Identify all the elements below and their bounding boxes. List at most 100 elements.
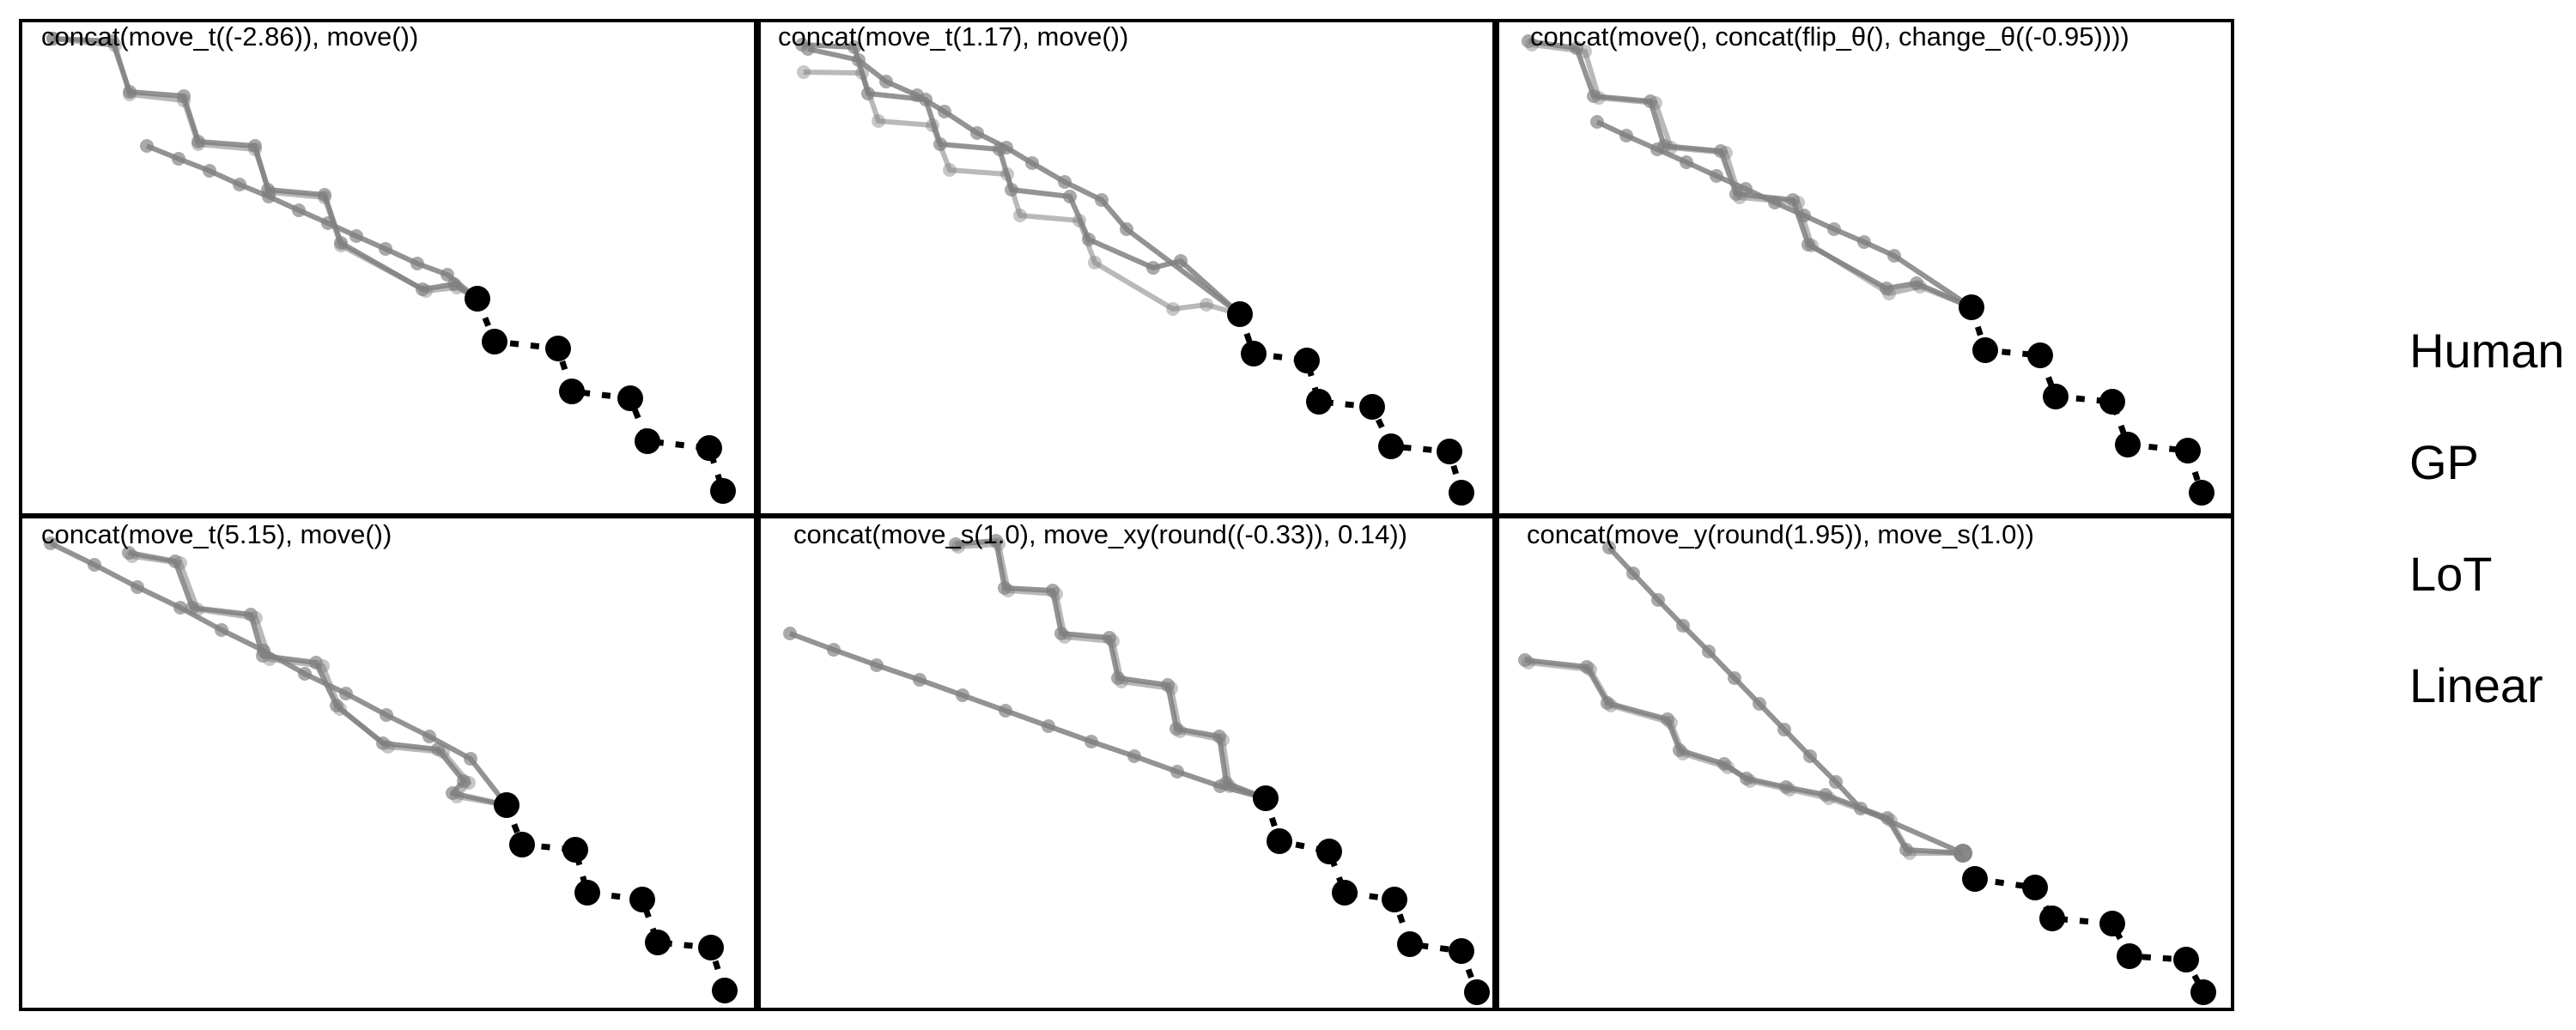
predicted-point bbox=[321, 216, 335, 230]
predicted-point bbox=[870, 658, 884, 672]
panel-1-title: concat(move_t((-2.86)), move()) bbox=[41, 21, 418, 52]
observed-point bbox=[2099, 911, 2125, 936]
predicted-point bbox=[1590, 115, 1604, 129]
predicted-point bbox=[173, 601, 187, 615]
observed-point bbox=[574, 880, 600, 906]
predicted-point bbox=[1676, 619, 1690, 633]
observed-point bbox=[698, 935, 724, 960]
predicted-point bbox=[410, 257, 424, 270]
predicted-point bbox=[1173, 724, 1187, 738]
observed-point bbox=[1437, 439, 1462, 464]
observed-point bbox=[1241, 341, 1267, 367]
observed-point bbox=[1306, 389, 1332, 415]
predicted-point bbox=[797, 65, 811, 79]
observed-point bbox=[2117, 943, 2142, 969]
legend-label-gp: GP bbox=[2409, 435, 2479, 489]
predicted-point bbox=[298, 667, 312, 681]
panel-6-frame bbox=[1496, 515, 2234, 1011]
observed-path bbox=[503, 803, 728, 992]
observed-point bbox=[2175, 438, 2201, 464]
predicted-point bbox=[1049, 587, 1063, 601]
observed-point bbox=[2173, 947, 2199, 972]
predicted-point bbox=[379, 242, 392, 256]
panel-4-title: concat(move_t(5.15), move()) bbox=[41, 519, 392, 549]
predicted-point bbox=[1728, 671, 1741, 685]
predicted-point bbox=[203, 164, 216, 178]
predicted-point bbox=[1913, 280, 1927, 294]
predicted-point bbox=[1827, 222, 1841, 236]
predicted-point bbox=[910, 88, 924, 102]
predicted-point bbox=[1783, 783, 1796, 797]
predicted-point bbox=[249, 611, 263, 625]
observed-point bbox=[696, 435, 722, 461]
panel-3-title: concat(move(), concat(flip_θ(), change_θ… bbox=[1530, 21, 2129, 52]
legend-label-lot: LoT bbox=[2409, 547, 2493, 601]
predicted-point bbox=[1739, 182, 1753, 196]
predicted-point bbox=[1084, 735, 1098, 748]
predicted-point bbox=[88, 558, 101, 572]
observed-point bbox=[1962, 866, 1988, 892]
predicted-point bbox=[1525, 38, 1539, 52]
observed-point bbox=[1359, 394, 1385, 420]
predicted-point bbox=[1592, 91, 1606, 105]
predicted-point bbox=[1857, 235, 1871, 249]
predicted-point bbox=[191, 137, 205, 151]
predicted-point bbox=[262, 190, 276, 203]
observed-point bbox=[465, 286, 490, 312]
predicted-point bbox=[879, 75, 893, 88]
observed-point bbox=[1397, 931, 1423, 957]
predicted-point bbox=[1522, 656, 1535, 670]
predicted-point bbox=[1058, 175, 1072, 189]
predicted-point bbox=[257, 644, 270, 657]
predicted-point bbox=[349, 229, 363, 243]
predicted-point bbox=[1115, 675, 1128, 688]
observed-point bbox=[1972, 337, 1998, 363]
observed-point bbox=[2099, 389, 2125, 415]
predicted-point bbox=[1072, 214, 1086, 227]
predicted-path-2 bbox=[957, 542, 1267, 801]
panel-3-frame bbox=[1496, 19, 2234, 517]
panel-5-plot bbox=[783, 534, 1490, 1005]
predicted-point bbox=[1710, 169, 1723, 183]
predicted-point bbox=[125, 549, 139, 563]
observed-point bbox=[562, 837, 588, 863]
predicted-point bbox=[1000, 167, 1014, 181]
predicted-path-2 bbox=[803, 70, 1241, 317]
predicted-point bbox=[123, 88, 137, 101]
predicted-point bbox=[316, 659, 330, 673]
predicted-point bbox=[1829, 775, 1843, 789]
observed-point bbox=[2115, 432, 2141, 457]
panel-6-plot bbox=[1518, 541, 2216, 1005]
predicted-point bbox=[1583, 663, 1597, 676]
observed-point bbox=[1378, 433, 1404, 459]
predicted-point bbox=[462, 776, 476, 790]
predicted-point bbox=[1702, 645, 1716, 658]
predicted-point bbox=[827, 643, 841, 657]
predicted-point bbox=[1013, 209, 1027, 222]
predicted-point bbox=[1777, 723, 1791, 736]
predicted-point bbox=[1664, 141, 1678, 154]
predicted-point bbox=[1719, 146, 1733, 160]
panel-4-frame bbox=[19, 515, 757, 1011]
observed-path bbox=[1262, 797, 1480, 994]
panel-2-frame bbox=[757, 19, 1496, 517]
predicted-point bbox=[172, 152, 185, 166]
observed-point bbox=[494, 792, 519, 818]
observed-point bbox=[2189, 480, 2215, 506]
observed-point bbox=[635, 428, 660, 454]
predicted-point bbox=[783, 627, 797, 640]
predicted-point bbox=[381, 740, 395, 754]
predicted-point bbox=[333, 702, 347, 716]
observed-point bbox=[1227, 301, 1253, 327]
predicted-point bbox=[1213, 779, 1227, 793]
predicted-point bbox=[1805, 239, 1819, 252]
predicted-path-2 bbox=[1528, 660, 1963, 856]
predicted-path-1 bbox=[955, 538, 1267, 801]
observed-path bbox=[1968, 306, 2205, 494]
panel-5-title: concat(move_s(1.0), move_xy(round((-0.33… bbox=[793, 519, 1407, 549]
predicted-point bbox=[339, 687, 353, 700]
predicted-point bbox=[233, 178, 246, 191]
observed-point bbox=[645, 930, 671, 955]
predicted-point bbox=[913, 673, 927, 687]
